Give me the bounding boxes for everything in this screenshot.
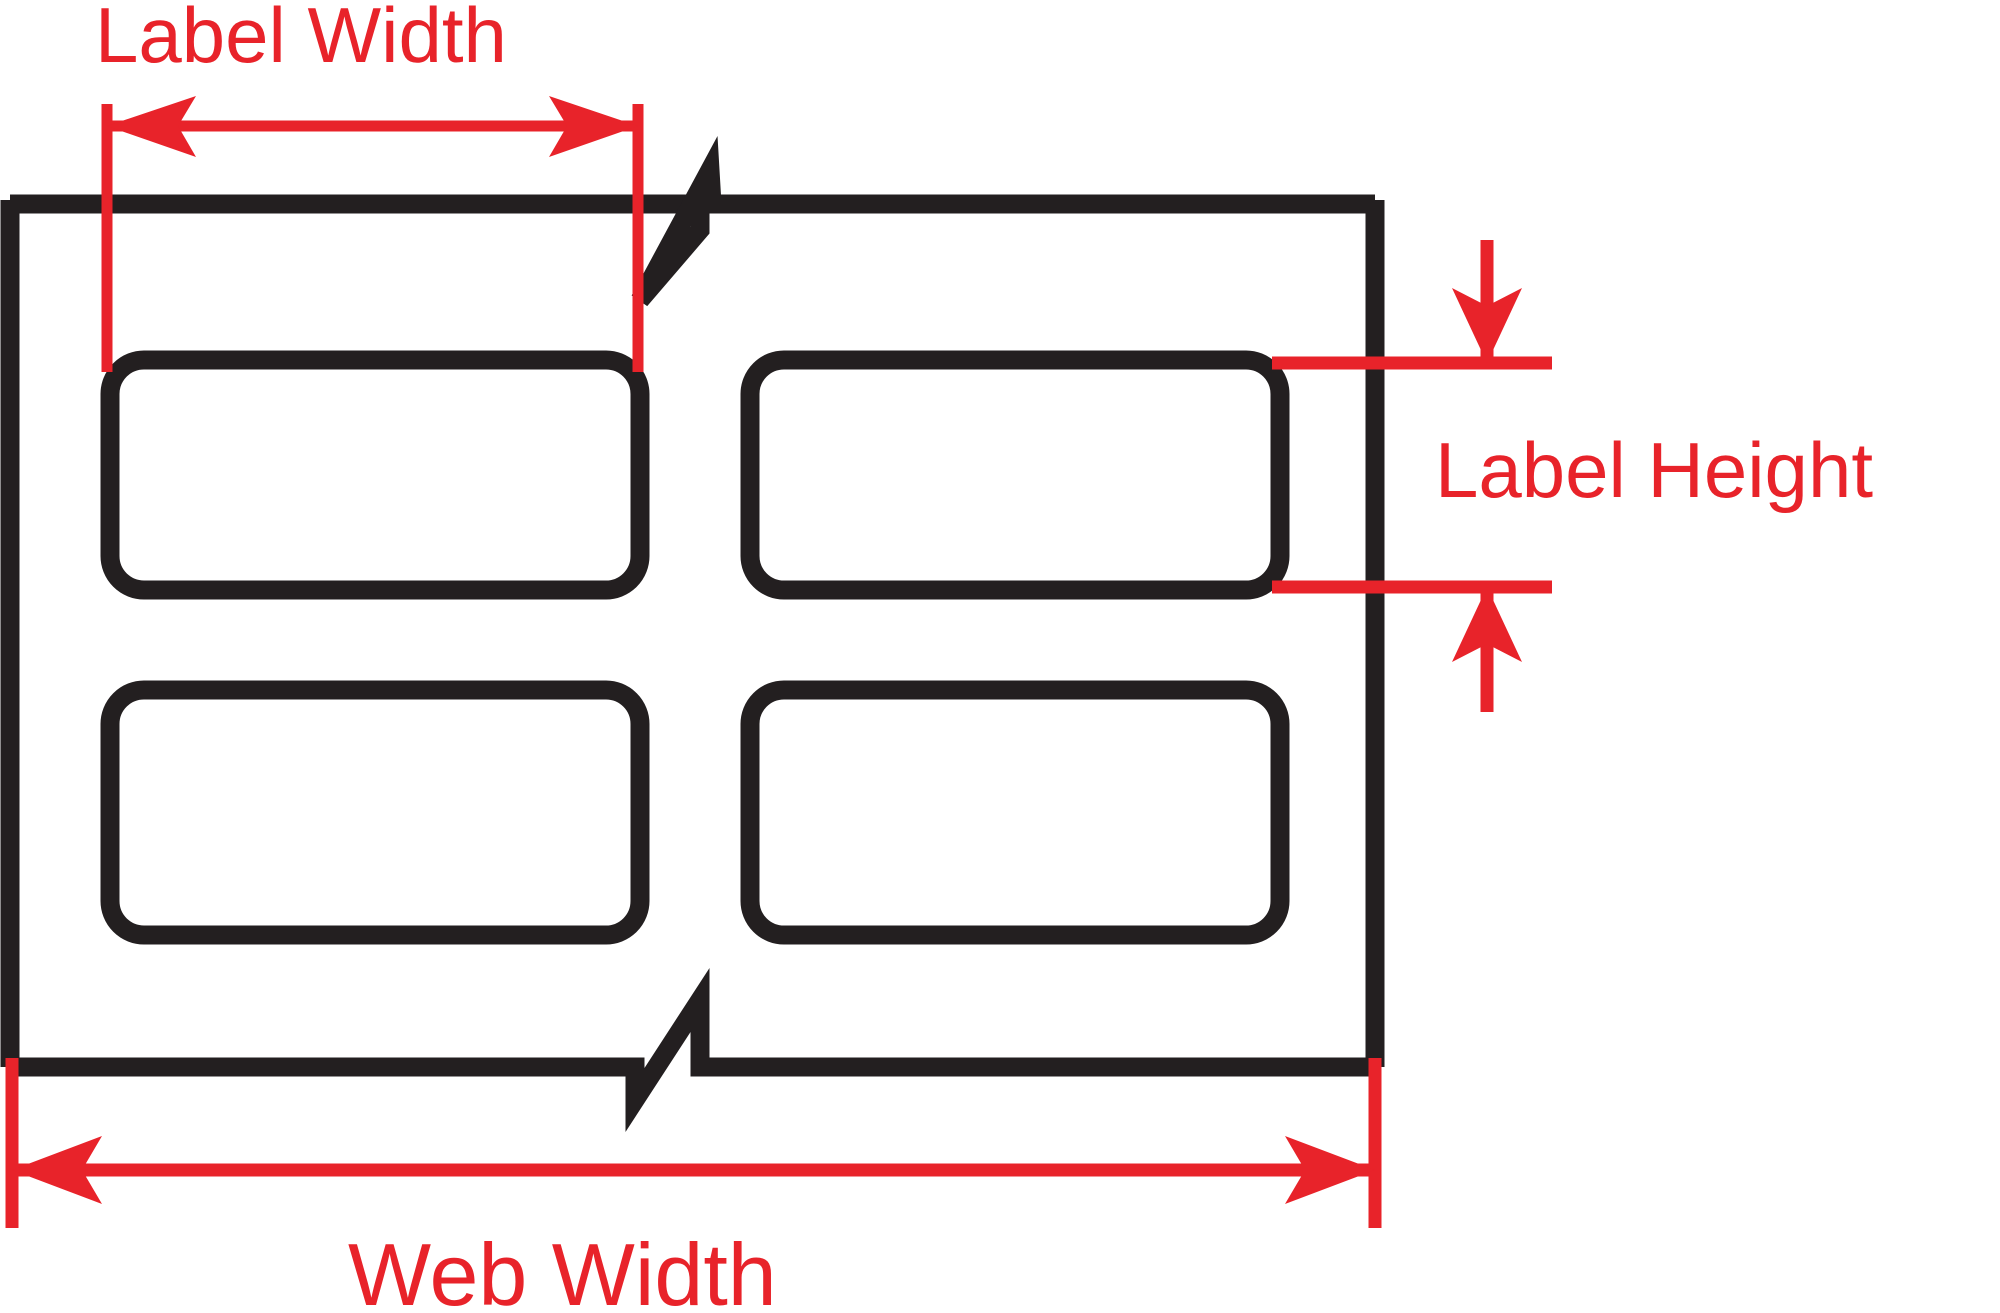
label-width-arrow-left-icon — [107, 96, 196, 157]
label-top-right — [740, 350, 1290, 600]
label-bottom-left — [100, 680, 650, 945]
label-width-arrow-right-icon — [549, 96, 638, 157]
label-width-dimension — [101, 96, 644, 372]
web-width-text: Web Width — [348, 1225, 777, 1313]
label-width-text: Label Width — [95, 0, 507, 79]
label-top-left — [100, 350, 650, 600]
label-bottom-right — [740, 680, 1290, 945]
label-height-arrow-up-icon — [1452, 587, 1522, 662]
web-width-dimension — [5, 1058, 1382, 1228]
label-height-text: Label Height — [1435, 426, 1873, 514]
label-height-dimension — [1272, 240, 1552, 712]
labels-group — [100, 350, 1290, 945]
label-height-arrow-down-icon — [1452, 288, 1522, 363]
web-width-arrow-left-icon — [12, 1136, 102, 1204]
web-width-arrow-right-icon — [1285, 1136, 1375, 1204]
